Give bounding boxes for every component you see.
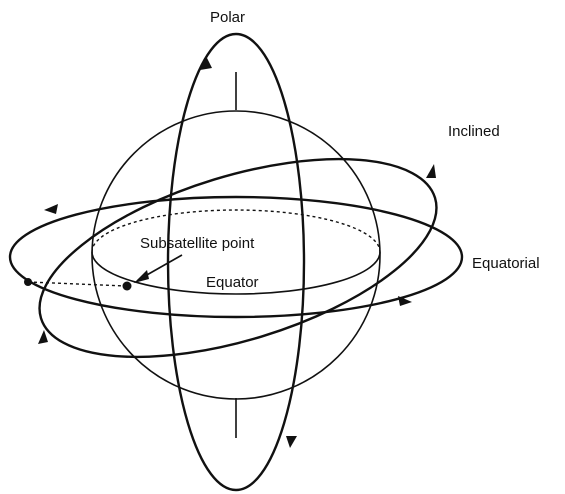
satellite-dot xyxy=(24,278,32,286)
equator-label: Equator xyxy=(206,274,259,291)
polar-orbit xyxy=(166,32,306,492)
subsatellite-dashed-line xyxy=(27,281,127,287)
inclined-orbit-arrow-left xyxy=(38,330,48,344)
equator-back-dashed xyxy=(91,209,381,253)
subsatellite-leader-arrowhead xyxy=(134,270,149,283)
polar-orbit-arrow-bottom xyxy=(286,436,297,448)
subsatellite-point-dot xyxy=(122,281,132,291)
equatorial-orbit-arrow-left xyxy=(44,204,58,214)
equator-front xyxy=(91,251,381,295)
inclined-label: Inclined xyxy=(448,123,500,140)
equatorial-orbit-arrow-right xyxy=(398,296,412,306)
polar-label: Polar xyxy=(210,9,245,26)
equatorial-orbit xyxy=(8,195,464,319)
polar-orbit-arrow-top xyxy=(200,56,212,70)
subsatellite-point-label: Subsatellite point xyxy=(140,235,255,252)
inclined-orbit xyxy=(38,157,438,359)
inclined-orbit-arrow-right xyxy=(426,164,436,178)
equatorial-label: Equatorial xyxy=(472,255,540,272)
